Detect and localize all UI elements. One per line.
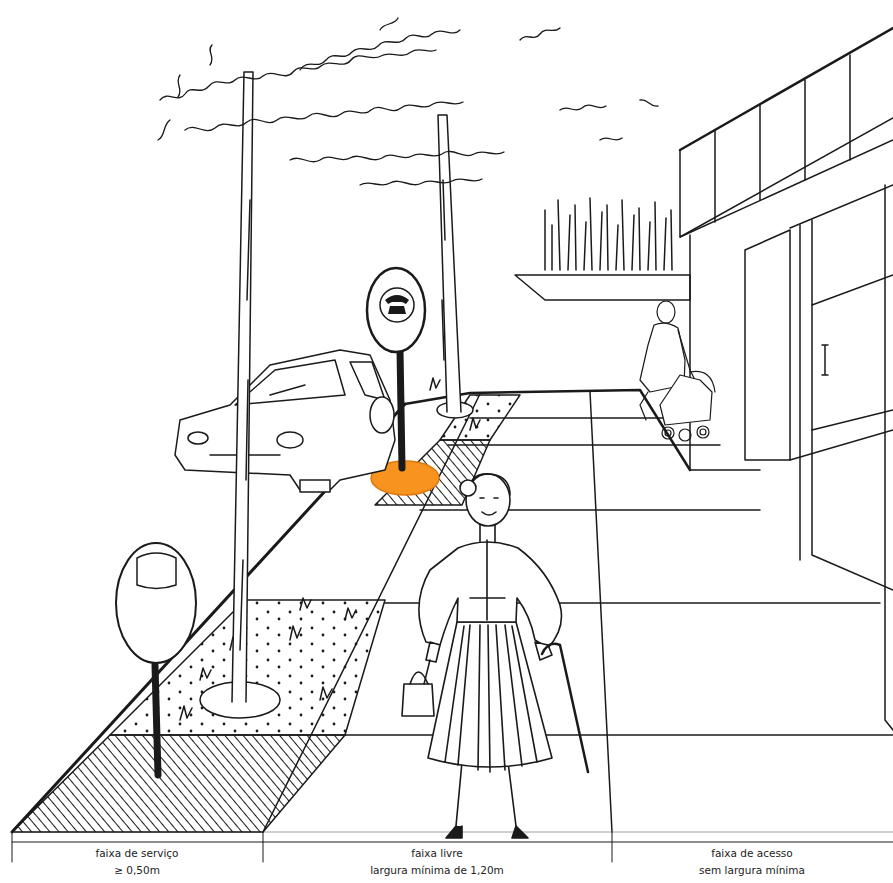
building	[680, 28, 893, 150]
dimension-label: largura mínima de 1,20m	[370, 864, 504, 877]
tactile-strip	[12, 735, 345, 832]
tree-canopy	[360, 179, 482, 185]
woman-with-stroller	[679, 429, 691, 441]
building	[690, 235, 760, 470]
zone-label: faixa de serviço	[95, 847, 178, 860]
building	[790, 185, 893, 460]
woman-with-stroller	[690, 371, 715, 392]
woman-with-stroller	[660, 375, 712, 425]
car	[277, 432, 303, 448]
woman-with-cane	[480, 525, 495, 542]
tree-canopy	[178, 28, 622, 140]
public-phone	[116, 543, 196, 663]
woman-with-cane	[402, 684, 434, 716]
public-phone	[367, 268, 425, 352]
car	[175, 350, 395, 492]
woman-with-cane	[470, 540, 505, 620]
tactile-strip	[12, 440, 490, 832]
building	[822, 345, 828, 375]
building	[812, 275, 893, 430]
building	[800, 220, 893, 590]
building	[885, 185, 893, 730]
hedge	[545, 198, 672, 270]
car	[235, 360, 345, 405]
woman-with-cane	[480, 498, 498, 515]
building	[715, 55, 850, 222]
zone-label: faixa de acesso	[711, 847, 793, 860]
woman-with-cane	[426, 642, 552, 662]
public-phone	[155, 665, 158, 775]
building	[680, 118, 893, 237]
dimension-bracket	[12, 832, 612, 862]
tree-canopy	[290, 151, 504, 161]
dimension-label: ≥ 0,50m	[114, 864, 160, 877]
woman-with-cane	[542, 644, 588, 772]
woman-with-stroller	[665, 430, 671, 436]
hedge	[515, 198, 690, 300]
car	[350, 362, 385, 400]
dimension-bracket	[12, 832, 893, 862]
building	[680, 28, 893, 730]
car	[270, 385, 305, 395]
car	[175, 350, 395, 490]
public-phone	[400, 350, 402, 468]
sidewalk	[345, 734, 893, 736]
woman-with-cane	[402, 474, 588, 838]
public-phone	[116, 268, 425, 775]
tree-canopy	[158, 18, 658, 185]
zone-label: faixa livre	[411, 847, 463, 860]
woman-with-stroller	[640, 301, 715, 441]
public-phone	[137, 553, 176, 589]
tree	[232, 72, 253, 702]
dimension-label: sem largura mínima	[699, 864, 805, 877]
public-phone	[385, 295, 409, 314]
woman-with-cane	[419, 542, 562, 648]
public-phone	[380, 288, 414, 322]
hedge	[515, 275, 690, 300]
woman-with-stroller	[662, 427, 674, 439]
woman-with-stroller	[700, 429, 706, 435]
dimension-bracket	[12, 842, 893, 843]
car	[188, 432, 208, 444]
tree-canopy	[300, 30, 460, 70]
tree	[442, 180, 445, 360]
building	[680, 140, 893, 237]
woman-with-stroller	[657, 301, 675, 323]
woman-with-stroller	[678, 330, 695, 380]
building	[745, 230, 790, 460]
woman-with-cane	[460, 480, 476, 496]
tree-canopy	[185, 102, 463, 131]
woman-with-cane	[424, 660, 430, 684]
car	[300, 480, 330, 492]
woman-with-stroller	[697, 426, 709, 438]
tree-canopy	[158, 18, 658, 140]
sidewalk	[590, 392, 612, 832]
sidewalk	[12, 390, 893, 832]
car	[370, 397, 394, 433]
tree	[240, 200, 250, 650]
woman-with-cane	[445, 625, 537, 772]
tree	[438, 115, 461, 412]
woman-with-cane	[456, 762, 516, 826]
tree-canopy	[160, 50, 436, 100]
woman-with-cane	[446, 826, 528, 838]
